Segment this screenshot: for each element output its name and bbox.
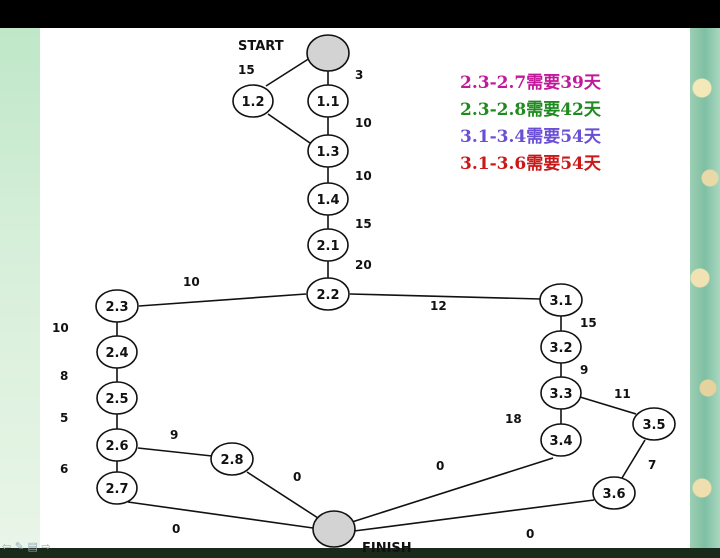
finish-label: FINISH (362, 541, 412, 556)
edge-label-3.1-3.2: 15 (580, 316, 597, 330)
node-3.2: 3.2 (540, 330, 582, 364)
prev-slide-icon[interactable]: ⇦ (2, 540, 12, 553)
edge-label-3.5-3.6: 7 (648, 458, 656, 472)
node-1.3: 1.3 (307, 134, 349, 168)
edge-label-2.1-2.2: 20 (355, 258, 372, 272)
edge-3.5-3.6 (621, 439, 646, 479)
node-label: 1.3 (316, 145, 339, 160)
edge-2.2-3.1 (349, 293, 542, 300)
node-label: 1.4 (316, 193, 339, 208)
node-label: 2.7 (105, 482, 128, 497)
node-label: 3.2 (549, 341, 572, 356)
edge-label-2.7-finish: 0 (172, 522, 180, 536)
left-decorative-strip (0, 28, 40, 558)
node-3.5: 3.5 (632, 407, 676, 441)
note-2.3-2.7: 2.3-2.7需要39天 (460, 73, 601, 93)
node-2.8: 2.8 (210, 442, 254, 476)
edge-label-1.1-1.3: 10 (355, 116, 372, 130)
edge-label-1.4-2.1: 15 (355, 217, 372, 231)
node-3.3: 3.3 (540, 376, 582, 410)
edge-2.6-2.8 (137, 447, 213, 457)
node-2.4: 2.4 (96, 335, 138, 369)
node-label: 3.1 (549, 294, 572, 309)
slide-nav-controls[interactable]: ⇦ ✎ ▤ ⇨ (2, 540, 51, 556)
edge-label-3.2-3.3: 9 (580, 363, 588, 377)
node-label: 2.3 (105, 300, 128, 315)
edge-label-2.6-2.8: 9 (170, 428, 178, 442)
node-1.1: 1.1 (307, 84, 349, 118)
start-node (306, 34, 350, 72)
node-label: 2.6 (105, 439, 128, 454)
node-2.1: 2.1 (307, 228, 349, 262)
next-slide-icon[interactable]: ⇨ (41, 540, 51, 553)
node-label: 2.4 (105, 346, 128, 361)
node-label: 1.2 (241, 95, 264, 110)
edge-label-2.2-3.1: 12 (430, 299, 447, 313)
node-label: 3.6 (602, 487, 625, 502)
pen-icon[interactable]: ✎ (14, 540, 24, 553)
bottom-bar (0, 548, 720, 558)
node-label: 3.3 (549, 387, 572, 402)
slide-canvas (40, 28, 690, 548)
node-2.2: 2.2 (306, 277, 350, 311)
edge-2.8-finish (246, 471, 319, 519)
start-label: START (238, 39, 284, 54)
node-label: 3.5 (642, 418, 665, 433)
edge-label-2.6-2.7: 6 (60, 462, 68, 476)
edge-label-3.3-3.5: 11 (614, 387, 631, 401)
node-3.6: 3.6 (592, 476, 636, 510)
edge-3.6-finish (353, 499, 595, 532)
node-2.5: 2.5 (96, 381, 138, 415)
edge-label-3.6-finish: 0 (526, 527, 534, 541)
note-2.3-2.8: 2.3-2.8需要42天 (460, 100, 601, 120)
edge-1.2-1.3 (267, 113, 311, 144)
edge-label-2.2-2.3: 10 (183, 275, 200, 289)
node-2.3: 2.3 (95, 289, 139, 323)
node-2.7: 2.7 (96, 471, 138, 505)
node-2.6: 2.6 (96, 428, 138, 462)
node-3.1: 3.1 (539, 283, 583, 317)
edge-2.7-finish (127, 501, 314, 529)
edge-label-1.3-1.4: 10 (355, 169, 372, 183)
edge-label-2.4-2.5: 8 (60, 369, 68, 383)
edges (116, 57, 646, 532)
edge-3.4-finish (351, 457, 554, 523)
finish-node (312, 510, 356, 548)
edge-label-start-1.2: 15 (238, 63, 255, 77)
edge-label-2.8-finish: 0 (293, 470, 301, 484)
node-label: 2.8 (220, 453, 243, 468)
node-label: 3.4 (549, 434, 572, 449)
edge-label-2.3-2.4: 10 (52, 321, 69, 335)
node-1.4: 1.4 (307, 182, 349, 216)
menu-icon[interactable]: ▤ (27, 540, 38, 553)
node-label: 2.5 (105, 392, 128, 407)
top-black-bar (0, 0, 720, 28)
node-3.4: 3.4 (540, 423, 582, 457)
edge-label-3.4-finish: 0 (436, 459, 444, 473)
note-3.1-3.4: 3.1-3.4需要54天 (460, 127, 601, 147)
note-3.1-3.6: 3.1-3.6需要54天 (460, 154, 601, 174)
edge-label-start-1.1: 3 (355, 68, 363, 82)
edge-start-1.2 (265, 57, 311, 87)
node-label: 1.1 (316, 95, 339, 110)
node-label: 2.2 (316, 288, 339, 303)
node-label: 2.1 (316, 239, 339, 254)
edge-3.3-3.5 (579, 396, 637, 415)
node-1.2: 1.2 (232, 84, 274, 118)
edge-2.2-2.3 (138, 293, 307, 307)
right-decorative-border (690, 28, 720, 558)
edge-label-3.3-3.4: 18 (505, 412, 522, 426)
edge-label-2.5-2.6: 5 (60, 411, 68, 425)
